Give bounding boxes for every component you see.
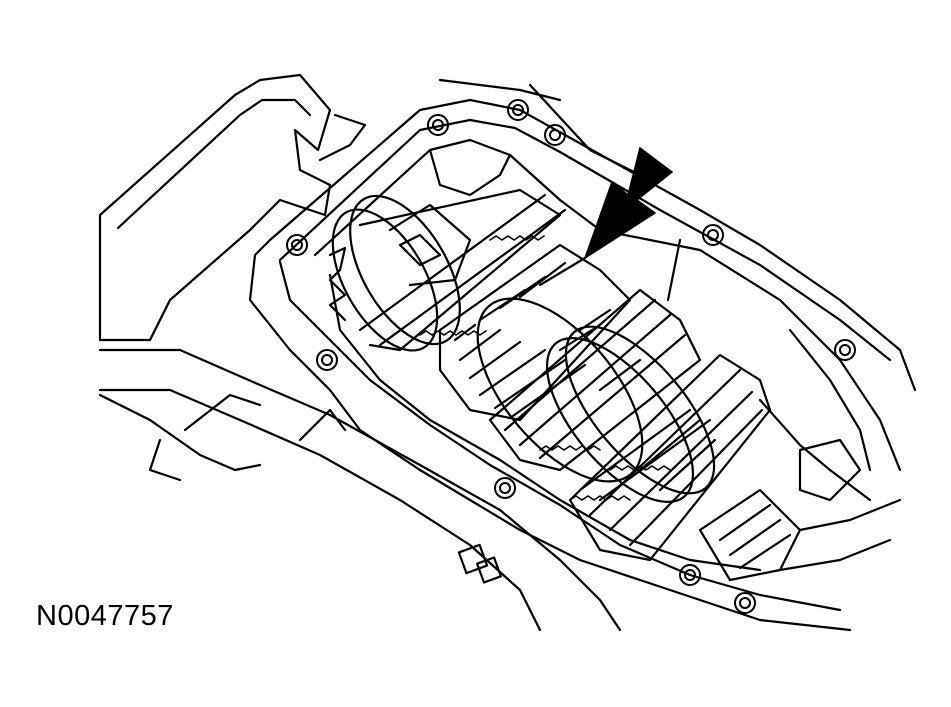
synchronizer-assembly-left (328, 188, 567, 352)
indicator-arrow (583, 146, 674, 260)
output-shaft (698, 438, 902, 582)
helical-gear-far-right (568, 353, 772, 562)
figure-id-label: N0047757 (36, 600, 174, 632)
drain-plug (457, 543, 502, 584)
helical-gear-center (438, 243, 632, 422)
inner-case-walls (313, 138, 902, 572)
bolt-holes (286, 99, 856, 614)
leader-line (666, 238, 682, 302)
transmission-housing (98, 73, 642, 632)
gear-teeth-detail (419, 235, 671, 501)
case-flange (248, 98, 917, 632)
helical-gear-right (476, 288, 702, 483)
